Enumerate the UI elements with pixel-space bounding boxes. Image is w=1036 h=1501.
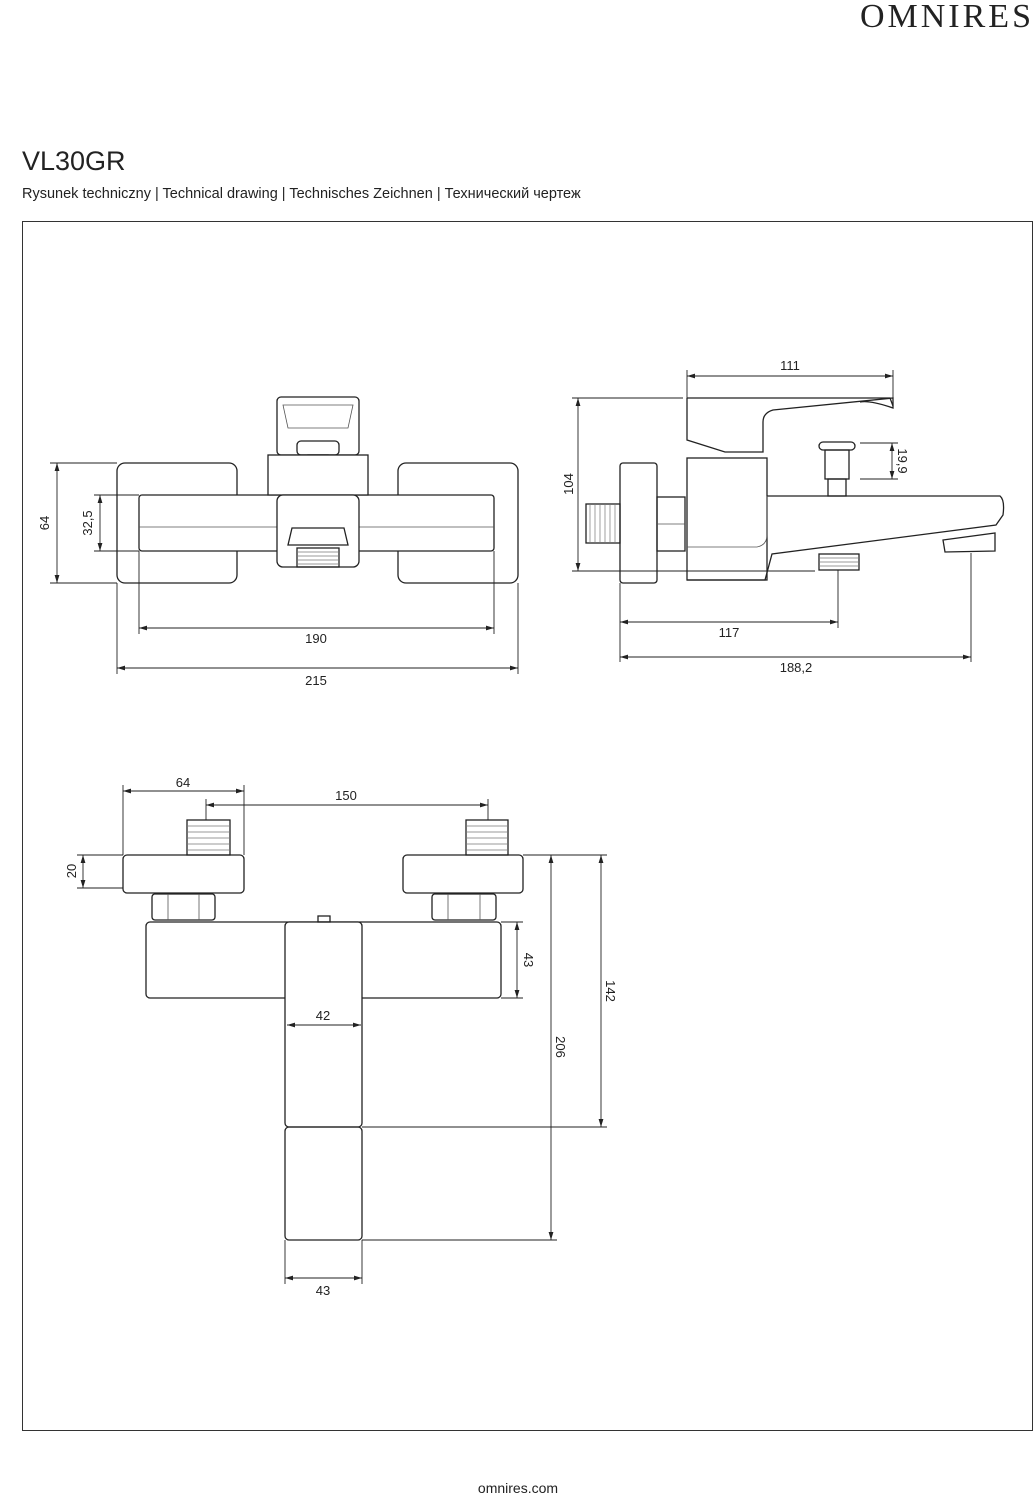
dim-104: 104 — [561, 473, 576, 495]
model-title: VL30GR — [22, 146, 126, 176]
subtitle: Rysunek techniczny | Technical drawing |… — [22, 186, 581, 202]
side-view: 111 104 19,9 117 188,2 — [561, 358, 1005, 675]
dim-42: 42 — [316, 1008, 330, 1023]
dim-43-bottom: 43 — [316, 1283, 330, 1298]
footer-website: omnires.com — [477, 1480, 559, 1496]
dim-188-2: 188,2 — [780, 660, 813, 675]
dim-64-top: 64 — [37, 516, 52, 530]
dim-19-9: 19,9 — [895, 448, 910, 473]
dim-111: 111 — [780, 358, 800, 373]
dim-150: 150 — [335, 788, 357, 803]
dim-215: 215 — [305, 673, 327, 688]
brand-logo: OMNIRES — [859, 0, 1034, 35]
dim-190: 190 — [305, 631, 327, 646]
top-view: 64 32,5 190 215 — [37, 396, 519, 688]
dim-206: 206 — [553, 1036, 568, 1058]
dim-142: 142 — [603, 980, 618, 1002]
dim-64-front: 64 — [176, 775, 190, 790]
front-view: 64 150 20 43 42 206 142 43 — [64, 775, 618, 1298]
drawing-frame — [22, 221, 1033, 1431]
dim-117: 117 — [719, 625, 740, 640]
dim-43-body: 43 — [521, 953, 536, 967]
dim-32-5: 32,5 — [80, 510, 95, 535]
dim-20: 20 — [64, 864, 79, 878]
